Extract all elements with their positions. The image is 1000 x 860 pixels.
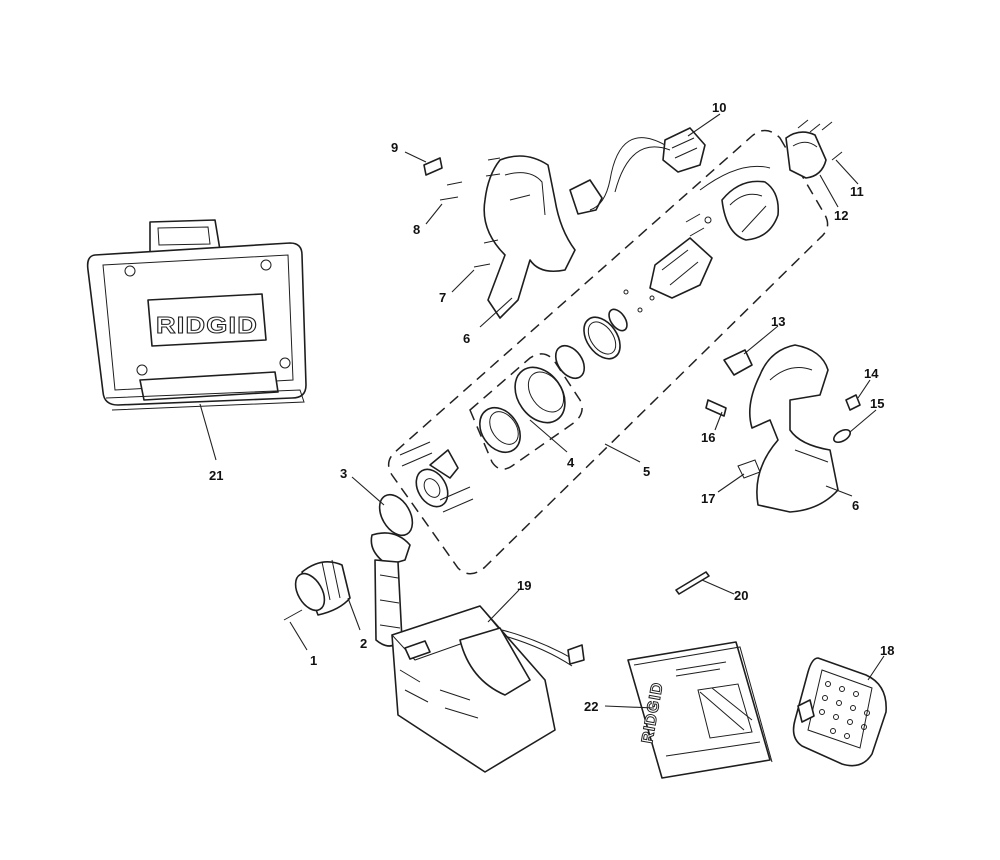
case-brand-logo: RIDGID xyxy=(156,312,258,338)
callout-8: 8 xyxy=(413,222,420,237)
callout-12: 12 xyxy=(834,208,848,223)
gear-ring-parts xyxy=(479,289,655,454)
callout-19: 19 xyxy=(517,578,531,593)
callout-6-left-housing: 6 xyxy=(463,331,470,346)
driver-bit-part xyxy=(675,571,710,595)
callout-10: 10 xyxy=(712,100,726,115)
gear-ring-set-outline xyxy=(469,353,583,470)
charger-part xyxy=(391,605,585,773)
callout-7: 7 xyxy=(439,290,446,305)
callout-11: 11 xyxy=(850,184,864,199)
callout-3: 3 xyxy=(340,466,347,481)
chuck-and-handle-parts xyxy=(283,493,414,647)
callout-16: 16 xyxy=(701,430,715,445)
callout-21: 21 xyxy=(209,468,223,483)
callout-6-right-housing: 6 xyxy=(852,498,859,513)
battery-pack-part xyxy=(792,657,887,767)
callout-1: 1 xyxy=(310,653,317,668)
callout-5: 5 xyxy=(643,464,650,479)
callout-13: 13 xyxy=(771,314,785,329)
callout-18: 18 xyxy=(880,643,894,658)
callout-14: 14 xyxy=(864,366,879,381)
left-housing-part xyxy=(423,155,576,319)
operators-manual-part: RIDGID xyxy=(627,641,773,779)
end-cap-part xyxy=(785,119,843,179)
callout-17: 17 xyxy=(701,491,715,506)
motor-and-gear-case xyxy=(399,165,780,513)
callout-22: 22 xyxy=(584,699,598,714)
callout-20: 20 xyxy=(734,588,748,603)
leader-lines xyxy=(199,113,885,709)
callout-4: 4 xyxy=(567,455,575,470)
callout-labels: 1 2 3 4 5 6 6 7 8 9 10 11 12 13 14 15 16… xyxy=(209,100,894,714)
right-housing-part xyxy=(705,344,861,513)
carrying-case-part: RIDGID xyxy=(86,219,307,411)
callout-2: 2 xyxy=(360,636,367,651)
callout-15: 15 xyxy=(870,396,884,411)
callout-9: 9 xyxy=(391,140,398,155)
switch-part xyxy=(569,127,706,215)
gearbox-assembly-outline xyxy=(387,129,829,575)
